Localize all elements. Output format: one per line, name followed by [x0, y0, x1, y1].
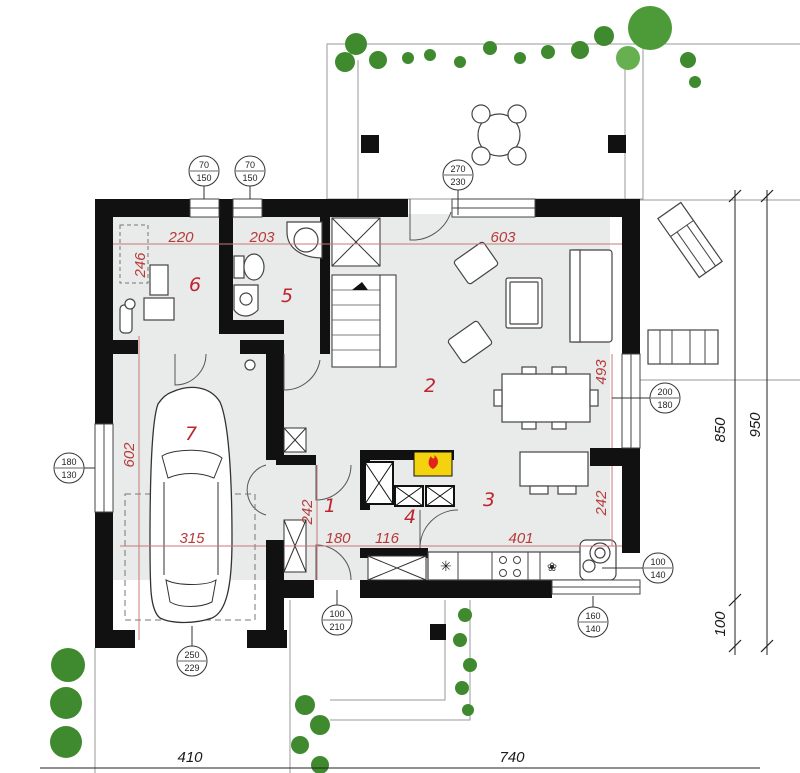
- opening-bubble: 160 140: [577, 596, 609, 638]
- fireplace: [413, 451, 453, 477]
- svg-text:150: 150: [196, 173, 211, 183]
- opening-bubble: 250 229: [176, 626, 208, 677]
- dim-room6-depth: 246: [132, 252, 149, 279]
- dim-room4-width: 116: [375, 530, 400, 547]
- opening-bubbles: 70 150 70 150 270 230 200 180: [53, 155, 681, 677]
- dim-room5-width: 203: [248, 229, 275, 246]
- room-numbers: 1 2 3 4 5 6 7: [185, 274, 495, 528]
- room-4-number: 4: [404, 506, 416, 528]
- flame-icon: [428, 455, 438, 469]
- terrace-furniture: [471, 104, 723, 365]
- svg-text:70: 70: [245, 160, 255, 170]
- svg-text:100: 100: [650, 557, 665, 567]
- garden-outline: [94, 600, 471, 773]
- dimension-labels: 220 203 603 246 493 602 242 242 315 180 …: [121, 229, 610, 547]
- dim-hall-width: 180: [325, 530, 351, 547]
- windows: [94, 198, 641, 595]
- svg-text:230: 230: [450, 177, 465, 187]
- kitchen-counter: ✳ ❀: [427, 539, 617, 581]
- overall-depth-950: 950: [747, 412, 764, 438]
- dim-hall-depth: 242: [299, 499, 316, 526]
- overall-width-410: 410: [177, 749, 203, 766]
- svg-text:130: 130: [61, 470, 76, 480]
- opening-bubble: 100 210: [321, 590, 353, 636]
- room-5-number: 5: [281, 285, 293, 307]
- dim-kitchen-depth: 242: [593, 490, 610, 517]
- dim-kitchen-width: 401: [508, 530, 533, 547]
- svg-text:229: 229: [184, 663, 199, 673]
- car-outline: [124, 386, 256, 624]
- fan-icon: ❀: [547, 560, 557, 574]
- opening-bubble: 180 130: [53, 452, 95, 484]
- bathroom-fixtures: [233, 221, 323, 317]
- room-3-number: 3: [483, 489, 495, 511]
- hedge-top: [335, 6, 701, 88]
- svg-text:140: 140: [585, 624, 600, 634]
- room-2-number: 2: [424, 375, 436, 397]
- room-7-number: 7: [185, 423, 197, 445]
- svg-text:160: 160: [585, 611, 600, 621]
- garden-pillar: [430, 624, 446, 640]
- dim-garage-width: 315: [179, 530, 205, 547]
- svg-text:180: 180: [657, 400, 672, 410]
- dim-living-depth: 493: [593, 359, 610, 385]
- living-furniture: [447, 241, 613, 495]
- opening-bubble: 70 150: [188, 155, 220, 199]
- svg-text:70: 70: [199, 160, 209, 170]
- opening-bubble: 270 230: [442, 159, 474, 215]
- svg-text:180: 180: [61, 457, 76, 467]
- overall-dimensions: 850 950 100 410 740: [40, 189, 774, 769]
- overall-depth-850: 850: [712, 417, 729, 443]
- terrace-pillar: [608, 135, 626, 153]
- walls: [95, 199, 640, 648]
- svg-text:250: 250: [184, 650, 199, 660]
- staircase: [331, 217, 397, 368]
- hedge-bottom: [291, 608, 477, 773]
- room-6-number: 6: [189, 274, 201, 296]
- overall-width-740: 740: [499, 749, 525, 766]
- utility-fixtures: [119, 224, 256, 371]
- plants: [50, 6, 701, 773]
- svg-text:210: 210: [329, 622, 344, 632]
- svg-text:150: 150: [242, 173, 257, 183]
- opening-bubble: 200 180: [612, 382, 681, 414]
- dim-room6-width: 220: [167, 229, 194, 246]
- svg-text:200: 200: [657, 387, 672, 397]
- asterisk-icon: ✳: [440, 559, 452, 575]
- dim-living-width: 603: [490, 229, 516, 246]
- bushes-left: [50, 648, 85, 758]
- terrace-pillar: [361, 135, 379, 153]
- overall-depth-100: 100: [712, 611, 729, 637]
- dim-garage-depth: 602: [121, 442, 138, 468]
- doors: [174, 199, 459, 581]
- svg-text:140: 140: [650, 570, 665, 580]
- svg-text:270: 270: [450, 164, 465, 174]
- opening-bubble: 70 150: [234, 155, 266, 199]
- svg-text:100: 100: [329, 609, 344, 619]
- dimension-lines: [113, 243, 622, 640]
- opening-bubble: 100 140: [602, 552, 674, 584]
- room-1-number: 1: [324, 495, 336, 517]
- chimney-blocks: [283, 427, 455, 581]
